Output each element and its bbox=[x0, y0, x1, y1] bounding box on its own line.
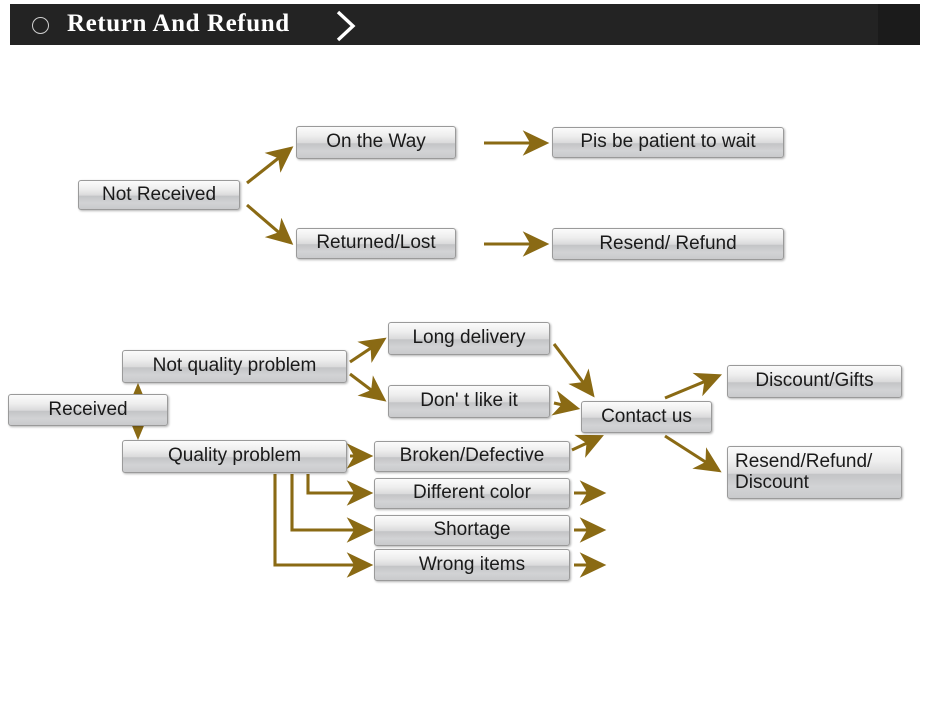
edge-contact-resend-refund-discount bbox=[664, 434, 722, 473]
chevron-right-icon bbox=[336, 10, 356, 42]
flow-node-broken-defective: Broken/Defective bbox=[374, 441, 570, 472]
page-header-banner: Return And Refund bbox=[10, 4, 920, 45]
flow-node-not-received: Not Received bbox=[78, 180, 240, 210]
edge-quality-different-color bbox=[306, 474, 374, 506]
edge-long-delivery-contact bbox=[552, 343, 595, 398]
edge-broken-contact bbox=[571, 434, 604, 458]
flow-node-resend-refund-disc: Resend/Refund/ Discount bbox=[727, 446, 902, 499]
edge-quality-shortage bbox=[290, 474, 374, 543]
flow-node-pls-be-patient: Pis be patient to wait bbox=[552, 127, 784, 158]
flow-node-contact-us: Contact us bbox=[581, 401, 712, 433]
flow-node-wrong-items: Wrong items bbox=[374, 549, 570, 581]
edge-quality-wrong-items bbox=[273, 474, 374, 578]
edge-dont-like-contact bbox=[551, 390, 581, 416]
edge-not-quality-long-delivery bbox=[349, 337, 387, 364]
flow-node-quality-problem: Quality problem bbox=[122, 440, 347, 473]
circle-outline-icon bbox=[32, 17, 49, 34]
flow-node-on-the-way: On the Way bbox=[296, 126, 456, 159]
edge-not-received-returned-lost bbox=[245, 203, 294, 245]
flow-node-dont-like-it: Don' t like it bbox=[388, 385, 550, 418]
flow-node-shortage: Shortage bbox=[374, 515, 570, 546]
flow-node-long-delivery: Long delivery bbox=[388, 322, 550, 355]
flow-node-not-quality-problem: Not quality problem bbox=[122, 350, 347, 383]
edge-not-received-on-the-way bbox=[246, 146, 294, 185]
flow-node-received: Received bbox=[8, 394, 168, 426]
edge-contact-discount-gifts bbox=[664, 372, 723, 400]
page-title: Return And Refund bbox=[67, 10, 290, 37]
flow-node-resend-refund: Resend/ Refund bbox=[552, 228, 784, 260]
edge-not-quality-dont-like bbox=[349, 372, 387, 402]
flow-node-different-color: Different color bbox=[374, 478, 570, 509]
flow-node-returned-lost: Returned/Lost bbox=[296, 228, 456, 259]
flow-node-discount-gifts: Discount/Gifts bbox=[727, 365, 902, 398]
